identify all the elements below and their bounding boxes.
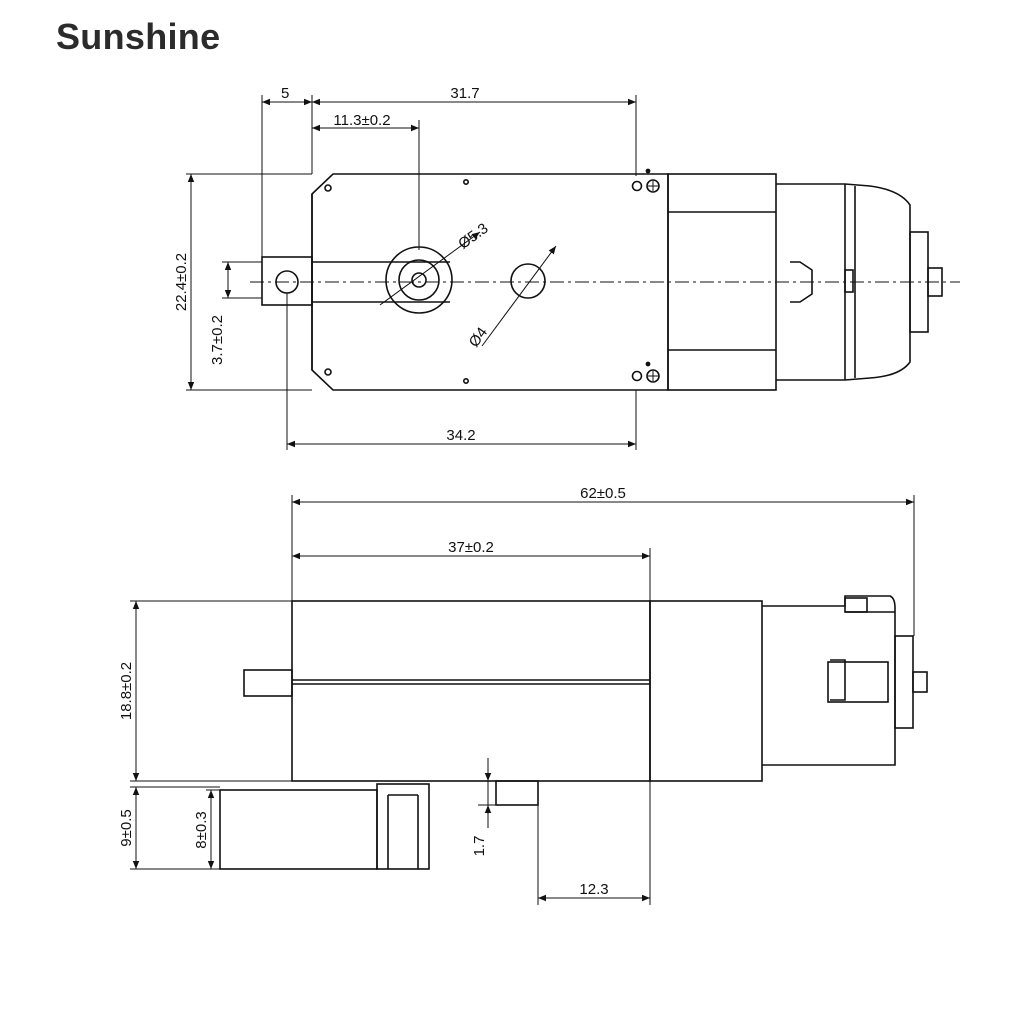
dim-1-7: 1.7 <box>471 836 488 857</box>
mounting-hole-4 <box>510 263 546 299</box>
top-view <box>186 95 960 450</box>
dim-3-7: 3.7±0.2 <box>209 315 226 365</box>
bearing-boss-outer <box>385 246 453 314</box>
brand-logo-text: Sunshine <box>56 16 221 57</box>
dim-62: 62±0.5 <box>580 485 626 502</box>
output-shaft-side <box>243 669 293 697</box>
dim-22-4: 22.4±0.2 <box>173 253 190 311</box>
dim-34-2: 34.2 <box>446 427 475 444</box>
dim-18-8: 18.8±0.2 <box>118 662 135 720</box>
gearbox-side <box>291 600 651 782</box>
motor-can-side <box>649 600 763 782</box>
dim-8: 8±0.3 <box>193 811 210 848</box>
dim-12-3: 12.3 <box>579 881 608 898</box>
dim-4-dia: Ø4 <box>466 324 492 350</box>
dim-9: 9±0.5 <box>118 809 135 846</box>
dim-11-3: 11.3±0.2 <box>333 112 390 129</box>
dim-5-3-dia: Ø5.3 <box>455 220 491 253</box>
gearbox-plate <box>311 173 669 391</box>
bearing-boss-inner <box>398 259 440 301</box>
dim-5: 5 <box>281 85 289 102</box>
dim-37: 37±0.2 <box>448 539 494 556</box>
side-view <box>130 495 928 905</box>
bottom-bracket <box>219 789 378 870</box>
dim-31-7: 31.7 <box>450 85 479 102</box>
